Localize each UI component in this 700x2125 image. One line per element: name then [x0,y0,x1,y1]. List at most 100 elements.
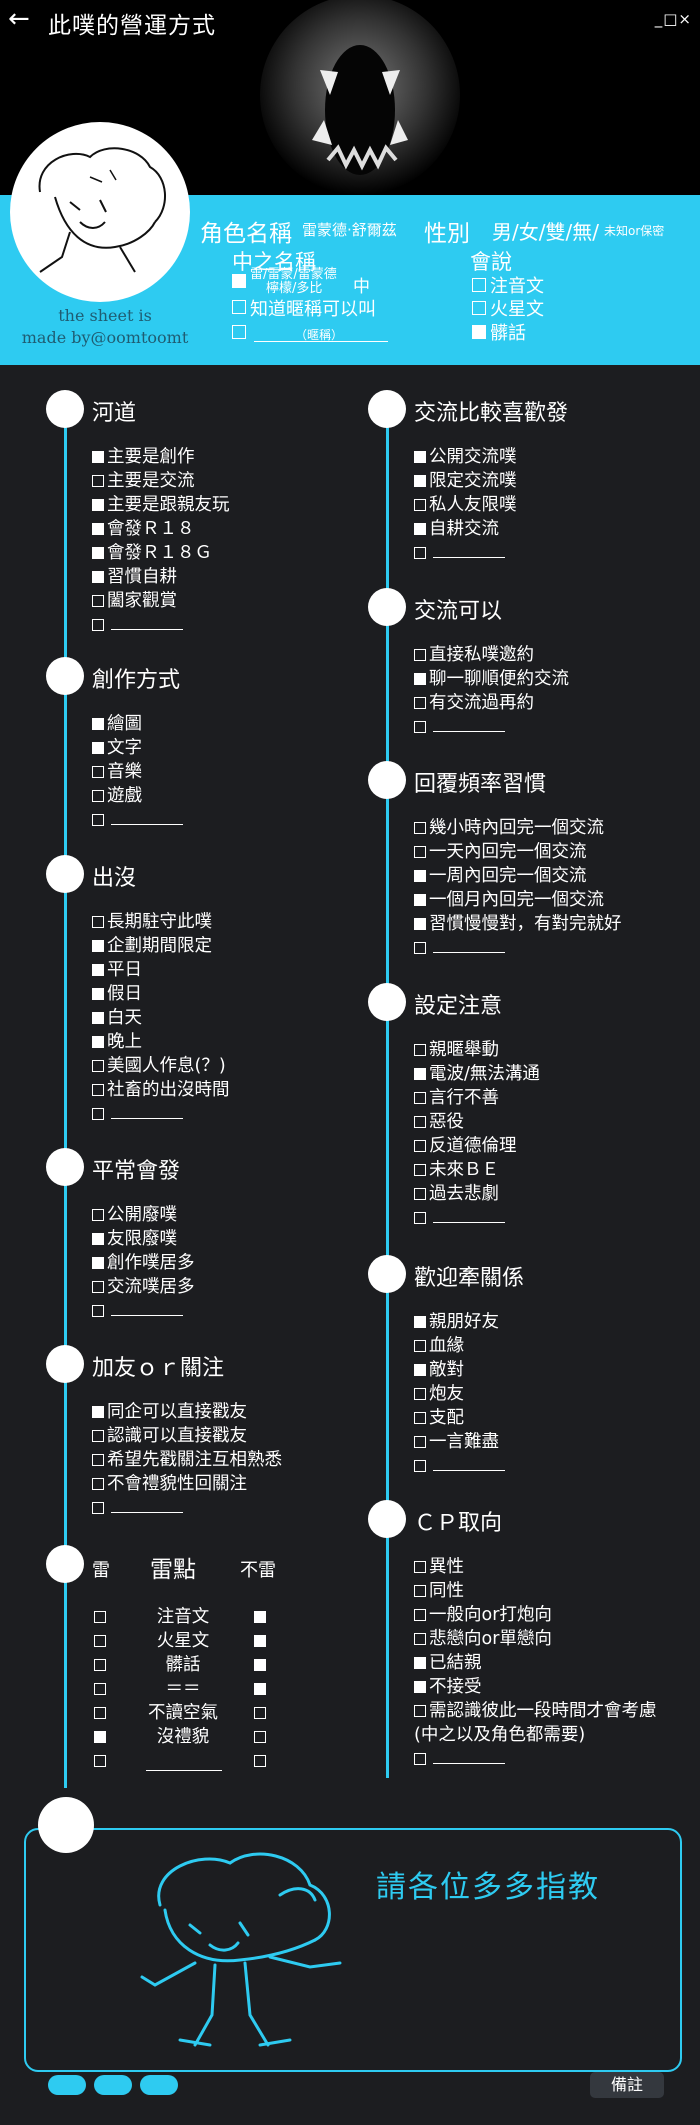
unchecked-box-icon[interactable] [94,1635,106,1647]
lang-swear-checkbox[interactable] [472,325,486,339]
checked-box-icon[interactable] [254,1611,266,1623]
usual-option[interactable]: 交流噗居多 [92,1275,195,1299]
interact-option[interactable]: 私人友限噗 [414,493,517,517]
unchecked-box-icon[interactable] [92,595,104,607]
checked-box-icon[interactable] [254,1683,266,1695]
create-option[interactable]: 繪圖 [92,712,142,736]
blank-line[interactable] [433,543,505,558]
friend-other-option[interactable] [92,1496,183,1520]
unchecked-box-icon[interactable] [414,1633,426,1645]
relation-option[interactable]: 支配 [414,1406,464,1430]
friend-option[interactable]: 同企可以直接戳友 [92,1400,247,1424]
cp-option[interactable]: (中之以及角色都需要) [414,1723,585,1747]
appear-option[interactable]: 美國人作息(？) [92,1054,226,1078]
lang-zhuyin-checkbox[interactable] [472,278,486,292]
cp-option[interactable]: 不接受 [414,1675,482,1699]
checked-box-icon[interactable] [92,940,104,952]
unchecked-box-icon[interactable] [414,1092,426,1104]
cp-option[interactable]: 悲戀向or單戀向 [414,1627,552,1651]
checked-box-icon[interactable] [414,1657,426,1669]
unchecked-box-icon[interactable] [92,1502,104,1514]
unchecked-box-icon[interactable] [414,721,426,733]
name-option1-checkbox[interactable] [232,274,246,288]
setting-option[interactable]: 惡役 [414,1110,464,1134]
unchecked-box-icon[interactable] [94,1683,106,1695]
appear-other-option[interactable] [92,1102,183,1126]
blank-line[interactable] [433,1749,505,1764]
checked-box-icon[interactable] [92,718,104,730]
unchecked-box-icon[interactable] [414,1753,426,1765]
interact-other-option[interactable] [414,541,505,565]
appear-option[interactable]: 晚上 [92,1030,142,1054]
setting-option[interactable]: 過去悲劇 [414,1182,499,1206]
hedao-option[interactable]: 主要是跟親友玩 [92,493,230,517]
hedao-option[interactable]: 會發Ｒ１８ [92,517,195,541]
unchecked-box-icon[interactable] [414,499,426,511]
gender-options[interactable]: 男/女/雙/無/ [492,220,599,244]
unchecked-box-icon[interactable] [414,1436,426,1448]
can-option[interactable]: 聊一聊順便約交流 [414,667,569,691]
checked-box-icon[interactable] [414,1316,426,1328]
reply-option[interactable]: 幾小時內回完一個交流 [414,816,604,840]
back-arrow-icon[interactable]: ← [8,4,30,34]
unchecked-box-icon[interactable] [414,1388,426,1400]
unchecked-box-icon[interactable] [254,1707,266,1719]
unchecked-box-icon[interactable] [94,1659,106,1671]
cp-option[interactable]: 需認識彼此一段時間才會考慮 [414,1699,657,1723]
cp-option[interactable]: 異性 [414,1555,464,1579]
unchecked-box-icon[interactable] [92,1454,104,1466]
checked-box-icon[interactable] [414,451,426,463]
checked-box-icon[interactable] [92,1233,104,1245]
pill-3[interactable] [140,2075,178,2095]
usual-other-option[interactable] [92,1299,183,1323]
reply-option[interactable]: 一天內回完一個交流 [414,840,587,864]
usual-option[interactable]: 友限廢噗 [92,1227,177,1251]
blank-line[interactable] [111,1104,183,1119]
checked-box-icon[interactable] [254,1635,266,1647]
appear-option[interactable]: 企劃期間限定 [92,934,212,958]
unchecked-box-icon[interactable] [414,1609,426,1621]
checked-box-icon[interactable] [414,1681,426,1693]
relation-other-option[interactable] [414,1454,505,1478]
unchecked-box-icon[interactable] [92,1430,104,1442]
hedao-option[interactable]: 主要是交流 [92,469,195,493]
unchecked-box-icon[interactable] [414,942,426,954]
landmine-blank-line[interactable] [146,1769,222,1771]
cp-option[interactable]: 一般向or打炮向 [414,1603,552,1627]
setting-option[interactable]: 親暱舉動 [414,1038,499,1062]
checked-box-icon[interactable] [92,964,104,976]
checked-box-icon[interactable] [92,1012,104,1024]
checked-box-icon[interactable] [414,673,426,685]
pill-1[interactable] [48,2075,86,2095]
unchecked-box-icon[interactable] [92,814,104,826]
setting-option[interactable]: 言行不善 [414,1086,499,1110]
unchecked-box-icon[interactable] [94,1755,106,1767]
unchecked-box-icon[interactable] [254,1731,266,1743]
unchecked-box-icon[interactable] [92,619,104,631]
window-controls[interactable]: _□× [654,10,692,28]
reply-option[interactable]: 習慣慢慢對，有對完就好 [414,912,622,936]
blank-line[interactable] [433,938,505,953]
hedao-option[interactable]: 主要是創作 [92,445,195,469]
create-option[interactable]: 遊戲 [92,784,142,808]
create-other-option[interactable] [92,808,183,832]
unchecked-box-icon[interactable] [414,1460,426,1472]
checked-box-icon[interactable] [414,523,426,535]
role-value[interactable]: 雷蒙德‧舒爾茲 [302,221,397,239]
blank-line[interactable] [111,810,183,825]
checked-box-icon[interactable] [92,451,104,463]
can-option[interactable]: 有交流過再約 [414,691,534,715]
blank-line[interactable] [111,1498,183,1513]
unchecked-box-icon[interactable] [92,1281,104,1293]
checked-box-icon[interactable] [414,870,426,882]
unchecked-box-icon[interactable] [414,1340,426,1352]
relation-option[interactable]: 親朋好友 [414,1310,499,1334]
memo-button[interactable]: 備註 [590,2072,664,2098]
checked-box-icon[interactable] [92,742,104,754]
interact-option[interactable]: 自耕交流 [414,517,499,541]
checked-box-icon[interactable] [92,1406,104,1418]
unchecked-box-icon[interactable] [92,475,104,487]
hedao-option[interactable]: 會發Ｒ１８Ｇ [92,541,212,565]
checked-box-icon[interactable] [254,1659,266,1671]
relation-option[interactable]: 一言難盡 [414,1430,499,1454]
